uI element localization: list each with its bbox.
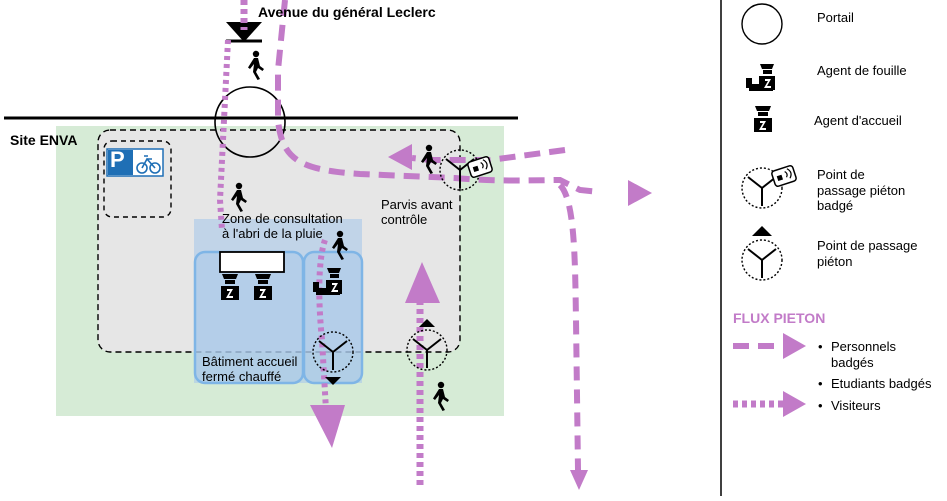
- arrow-head-right: [628, 180, 652, 206]
- flow-staff-exit: [557, 182, 581, 471]
- legend-agent-accueil: Agent d'accueil: [814, 113, 902, 128]
- arrow-head-up: [405, 262, 440, 303]
- parking-letter: P: [110, 147, 125, 172]
- consultation-label: Zone de consultation à l'abri de la plui…: [222, 211, 343, 241]
- pedestrian-turnstile-icon: [741, 239, 783, 281]
- pedestrian-icon: [248, 50, 264, 80]
- parvis-label: Parvis avant contrôle: [381, 197, 453, 227]
- legend-arrow-visitor: [783, 391, 806, 417]
- legend-point-pieton: Point de passage piéton: [817, 238, 918, 269]
- legend-agent-fouille: Agent de fouille: [817, 63, 907, 78]
- arrow-head-down: [570, 470, 588, 490]
- flux-item-students: Etudiants badgés: [831, 376, 932, 391]
- portal-circle-icon: [214, 86, 286, 158]
- flow-student-return: [411, 147, 566, 163]
- building-label: Bâtiment accueil fermé chauffé: [202, 354, 298, 384]
- flow-staff-path: [275, 0, 601, 195]
- security-guard-icon: [746, 64, 775, 91]
- portal-circle-icon: [741, 3, 783, 45]
- reception-agent-icon: [221, 274, 239, 300]
- flux-item-visitors: Visiteurs: [831, 398, 881, 413]
- bullet-1: •: [818, 339, 823, 354]
- legend-point-badge: Point de passage piéton badgé: [817, 167, 906, 214]
- arrow-head-left: [388, 144, 412, 170]
- flux-title: FLUX PIETON: [733, 310, 826, 326]
- reception-counter: [219, 251, 285, 273]
- entry-arrow-icon: [226, 22, 262, 42]
- bullet-3: •: [818, 398, 823, 413]
- street-name: Avenue du général Leclerc: [258, 4, 436, 20]
- bullet-2: •: [818, 376, 823, 391]
- reception-agent-icon: [254, 274, 272, 300]
- flow-visitor-path: [216, 39, 231, 231]
- reception-agent-icon: [754, 106, 772, 132]
- flux-item-staff: Personnels badgés: [831, 339, 897, 370]
- bicycle-icon: [136, 155, 161, 174]
- arrow-head-down-visitor: [310, 405, 345, 448]
- badge-reader-icon: [770, 164, 798, 188]
- legend-portail: Portail: [817, 10, 854, 25]
- site-name: Site ENVA: [10, 132, 78, 148]
- legend-arrow-staff: [783, 333, 806, 359]
